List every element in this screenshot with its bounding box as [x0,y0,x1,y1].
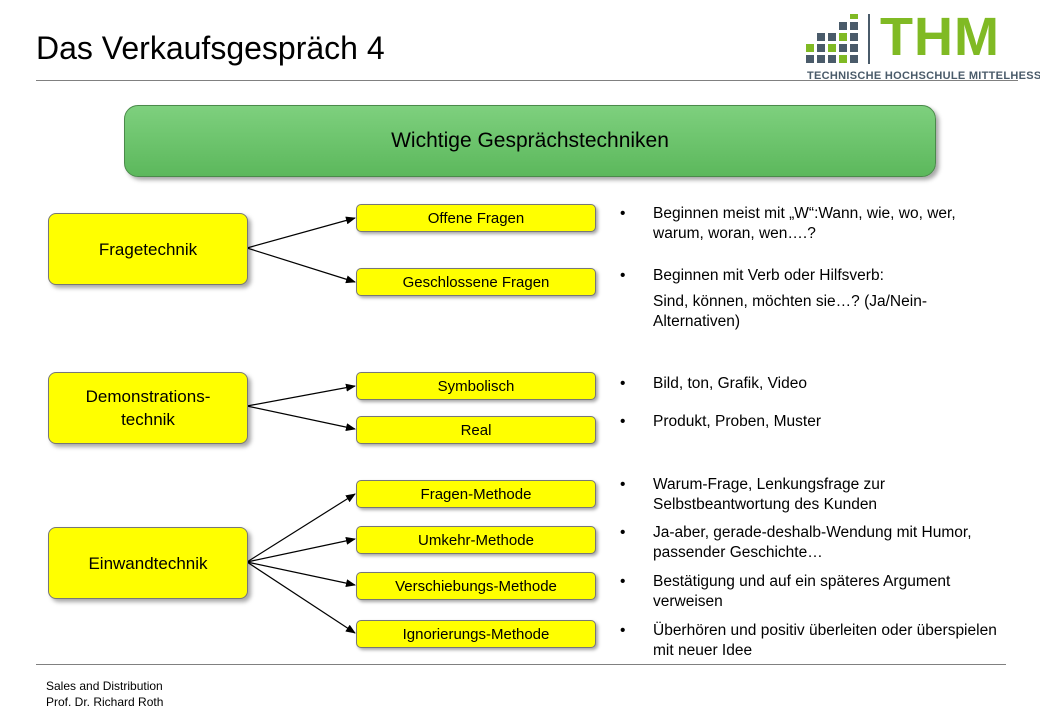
arrow-einwand-fragen [246,493,356,563]
arrow-frage-geschlossen [246,247,356,284]
method-offene-fragen: Offene Fragen [356,204,596,232]
bullet-text: Bild, ton, Grafik, Video [653,375,807,392]
category-fragetechnik: Fragetechnik [48,213,248,285]
bullet-item: • Bestätigung und auf ein späteres Argum… [620,572,970,612]
method-label: Real [460,421,492,439]
bullet-dot: • [620,524,626,541]
banner-heading: Wichtige Gesprächstechniken [124,105,936,177]
bullet-continuation: Sind, können, möchten sie…? (Ja/Nein-Alt… [653,293,927,330]
bullet-dot: • [620,413,626,430]
method-label: Offene Fragen [427,209,525,227]
arrow-einwand-umkehr [246,536,356,563]
bullet-text: Ja-aber, gerade-deshalb-Wendung mit Humo… [653,524,972,561]
bullet-item: • Beginnen meist mit „W“:Wann, wie, wo, … [620,204,960,244]
arrow-frage-offen [246,216,356,249]
thm-logo [806,14,870,64]
header-divider [36,80,1018,81]
logo-wordmark: THM [880,7,1000,67]
arrow-demo-symbolisch [246,383,356,407]
method-label: Symbolisch [437,377,515,395]
bullet-dot: • [620,476,626,493]
banner-text: Wichtige Gesprächstechniken [391,129,669,152]
category-label: Demonstrations- technik [86,385,211,431]
category-label: Fragetechnik [98,239,198,259]
method-label: Geschlossene Fragen [402,273,550,291]
bullet-dot: • [620,375,626,392]
method-label: Ignorierungs-Methode [402,625,550,643]
category-label: Einwandtechnik [88,553,208,573]
bullet-item: • Warum-Frage, Lenkungsfrage zur Selbstb… [620,475,1000,515]
method-label: Fragen-Methode [420,485,532,503]
bullet-dot: • [620,622,626,639]
bullet-text: Warum-Frage, Lenkungsfrage zur Selbstbea… [653,476,886,513]
bullet-item: • Bild, ton, Grafik, Video [620,374,1020,394]
footer-line1: Sales and Distribution [46,679,163,693]
method-umkehr-methode: Umkehr-Methode [356,526,596,554]
arrow-demo-real [246,405,356,432]
method-symbolisch: Symbolisch [356,372,596,400]
bullet-text: Bestätigung und auf ein späteres Argumen… [653,573,951,610]
bullet-dot: • [620,205,626,222]
category-demonstrationstechnik: Demonstrations- technik [48,372,248,444]
logo-dot-grid [806,14,858,63]
bullet-item: • Überhören und positiv überleiten oder … [620,621,1000,661]
logo-subtitle: TECHNISCHE HOCHSCHULE MITTELHESSEN [807,70,1040,82]
footer-line2: Prof. Dr. Richard Roth [46,695,164,709]
category-label-line2: technik [121,410,175,429]
method-ignorierungs-methode: Ignorierungs-Methode [356,620,596,648]
arrow-einwand-verschiebung [246,561,356,588]
bullet-dot: • [620,573,626,590]
footer: Sales and Distribution Prof. Dr. Richard… [46,678,163,710]
bullet-item: • Ja-aber, gerade-deshalb-Wendung mit Hu… [620,523,1000,563]
category-einwandtechnik: Einwandtechnik [48,527,248,599]
bullet-item: • Beginnen mit Verb oder Hilfsverb: [620,266,1020,286]
method-real: Real [356,416,596,444]
method-verschiebungs-methode: Verschiebungs-Methode [356,572,596,600]
bullet-dot: • [620,267,626,284]
footer-divider [36,664,1006,665]
bullet-item: • Produkt, Proben, Muster [620,412,1020,432]
logo-divider [868,14,870,64]
arrow-einwand-ignorierung [246,561,356,634]
method-fragen-methode: Fragen-Methode [356,480,596,508]
bullet-text: Überhören und positiv überleiten oder üb… [653,622,997,659]
page-title: Das Verkaufsgespräch 4 [36,30,385,66]
bullet-text: Beginnen mit Verb oder Hilfsverb: [653,267,884,284]
category-label-line1: Demonstrations- [85,387,211,406]
bullet-text: Produkt, Proben, Muster [653,413,821,430]
method-geschlossene-fragen: Geschlossene Fragen [356,268,596,296]
method-label: Verschiebungs-Methode [395,577,557,595]
bullet-text: Beginnen meist mit „W“:Wann, wie, wo, we… [653,205,956,242]
method-label: Umkehr-Methode [418,531,534,549]
